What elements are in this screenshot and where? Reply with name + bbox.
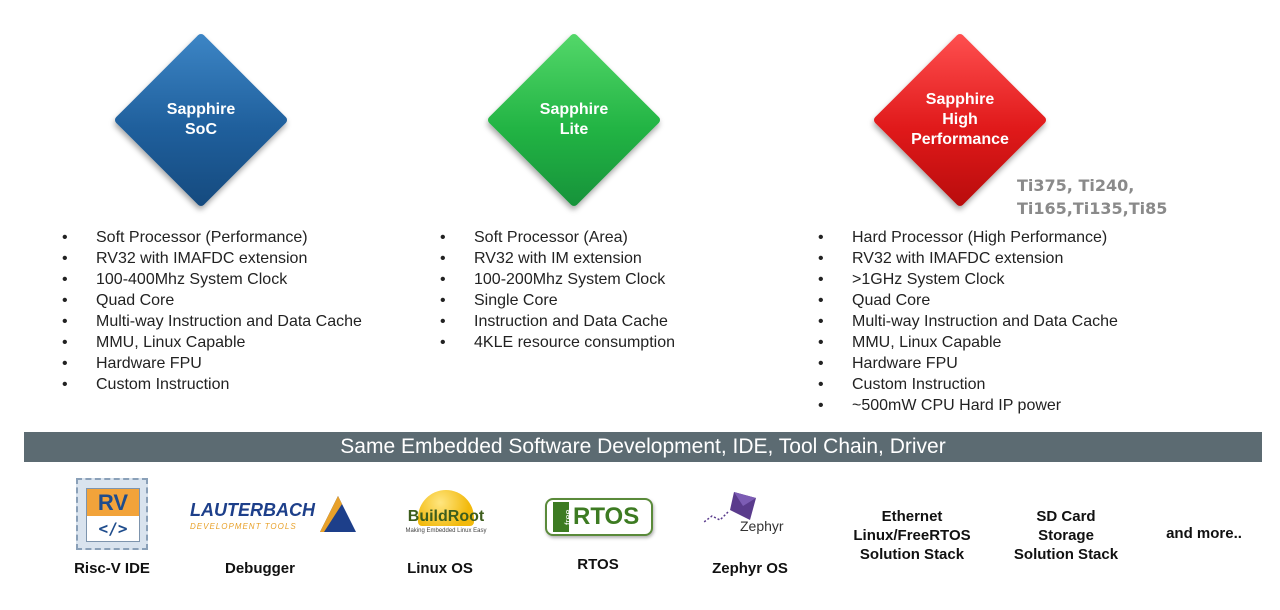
feature-item: Quad Core <box>62 290 362 311</box>
riscv-logo-inner: RV </> <box>86 488 140 542</box>
stack-line: Solution Stack <box>1013 546 1119 563</box>
feature-item: Multi-way Instruction and Data Cache <box>62 311 362 332</box>
stack-line: Linux/FreeRTOS <box>853 527 971 544</box>
feature-item: 4KLE resource consumption <box>440 332 675 353</box>
diamond-label-line: Sapphire <box>925 91 995 108</box>
lauterbach-logo: LAUTERBACH DEVELOPMENT TOOLS <box>190 496 360 536</box>
lauterbach-wordmark: LAUTERBACH <box>190 500 315 520</box>
sapphire-high-performance-diamond: Sapphire High Performance <box>870 30 1050 210</box>
feature-item: Single Core <box>440 290 675 311</box>
feature-item: 100-200Mhz System Clock <box>440 269 675 290</box>
sapphire-lite-features: Soft Processor (Area) RV32 with IM exten… <box>440 227 675 353</box>
sapphire-soc-features: Soft Processor (Performance) RV32 with I… <box>62 227 362 395</box>
stack-line: Storage <box>1038 527 1094 544</box>
lauterbach-tagline: DEVELOPMENT TOOLS <box>190 522 297 531</box>
feature-item: MMU, Linux Capable <box>818 332 1118 353</box>
feature-item: Hard Processor (High Performance) <box>818 227 1118 248</box>
buildroot-tagline: Making Embedded Linux Easy <box>405 528 487 534</box>
sdcard-solution-stack: SD Card Storage Solution Stack <box>996 507 1136 564</box>
and-more-label: and more.. <box>1166 525 1242 542</box>
ethernet-solution-stack: Ethernet Linux/FreeRTOS Solution Stack <box>838 507 986 564</box>
feature-item: Soft Processor (Area) <box>440 227 675 248</box>
feature-item: RV32 with IM extension <box>440 248 675 269</box>
stack-line: SD Card <box>1036 508 1096 525</box>
buildroot-caption: Linux OS <box>407 560 473 577</box>
feature-item: Multi-way Instruction and Data Cache <box>818 311 1118 332</box>
feature-item: Custom Instruction <box>62 374 362 395</box>
sapphire-lite-diamond: Sapphire Lite <box>484 30 664 210</box>
supported-chips: Ti375, Ti240, Ti165,Ti135,Ti85 <box>1017 174 1217 220</box>
feature-item: Custom Instruction <box>818 374 1118 395</box>
feature-item: Instruction and Data Cache <box>440 311 675 332</box>
freertos-caption: RTOS <box>577 556 619 573</box>
freertos-logo: free RTOS <box>545 498 653 536</box>
riscv-logo-bottom: </> <box>98 519 128 538</box>
feature-item: Soft Processor (Performance) <box>62 227 362 248</box>
zephyr-logo: Zephyr <box>700 492 804 542</box>
chip-line: Ti165,Ti135,Ti85 <box>1017 199 1168 218</box>
feature-item: MMU, Linux Capable <box>62 332 362 353</box>
diamond-label-line: Sapphire <box>166 101 236 118</box>
diamond-label: Sapphire High Performance <box>870 30 1050 210</box>
riscv-ide-caption: Risc-V IDE <box>74 560 150 577</box>
zephyr-tail-icon <box>703 511 729 523</box>
diamond-label-line: Performance <box>911 131 1009 148</box>
feature-item: >1GHz System Clock <box>818 269 1118 290</box>
feature-item: 100-400Mhz System Clock <box>62 269 362 290</box>
riscv-logo-top: RV <box>87 489 139 516</box>
feature-item: Quad Core <box>818 290 1118 311</box>
chip-line: Ti375, Ti240, <box>1017 176 1135 195</box>
feature-item: Hardware FPU <box>818 353 1118 374</box>
diamond-label-line: SoC <box>185 121 217 138</box>
diamond-label: Sapphire Lite <box>484 30 664 210</box>
shared-toolchain-banner: Same Embedded Software Development, IDE,… <box>24 432 1262 462</box>
stack-line: Solution Stack <box>859 546 965 563</box>
zephyr-kite-icon <box>730 492 756 520</box>
feature-item: RV32 with IMAFDC extension <box>62 248 362 269</box>
feature-item: RV32 with IMAFDC extension <box>818 248 1118 269</box>
buildroot-wordmark: BuildRoot <box>407 508 485 525</box>
diamond-label-line: Lite <box>559 121 589 138</box>
lauterbach-caption: Debugger <box>224 560 295 577</box>
freertos-wordmark: RTOS <box>573 503 640 530</box>
stack-line: Ethernet <box>881 508 943 525</box>
zephyr-caption: Zephyr OS <box>712 560 788 577</box>
sapphire-high-performance-features: Hard Processor (High Performance) RV32 w… <box>818 227 1118 416</box>
zephyr-wordmark: Zephyr <box>740 518 784 534</box>
riscv-ide-logo: RV </> <box>76 478 148 550</box>
feature-item: ~500mW CPU Hard IP power <box>818 395 1118 416</box>
freertos-prefix: free <box>553 502 573 532</box>
buildroot-logo: BuildRoot Making Embedded Linux Easy <box>392 490 500 540</box>
diamond-label: Sapphire SoC <box>111 30 291 210</box>
diamond-label-line: High <box>942 111 978 128</box>
lauterbach-triangle-icon <box>320 496 356 532</box>
sapphire-soc-diamond: Sapphire SoC <box>111 30 291 210</box>
feature-item: Hardware FPU <box>62 353 362 374</box>
diamond-label-line: Sapphire <box>539 101 609 118</box>
